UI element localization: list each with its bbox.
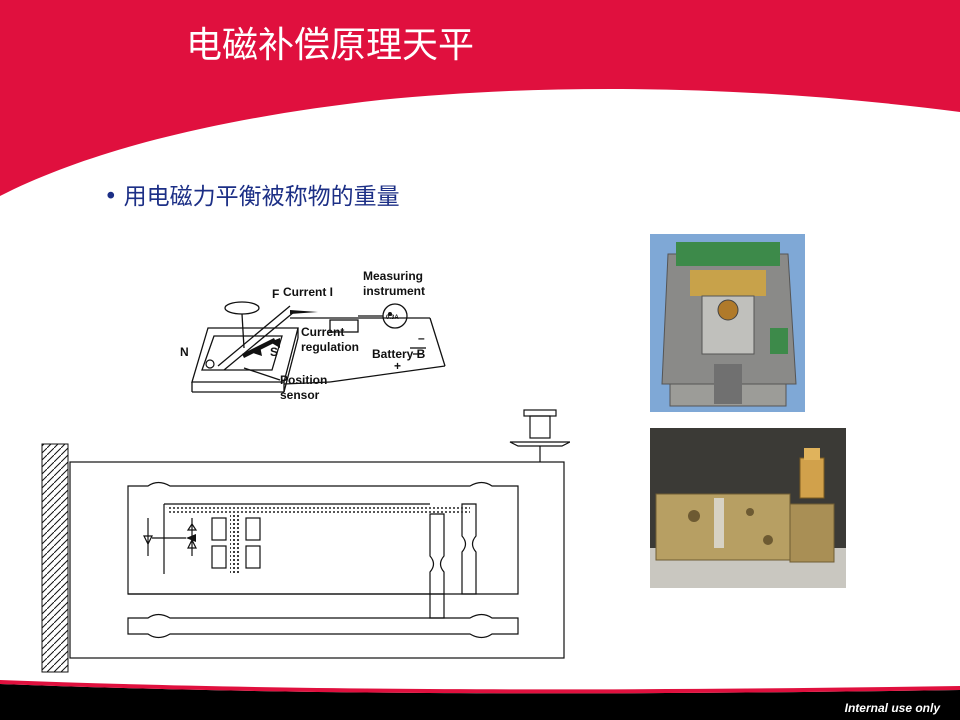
label-south: S bbox=[270, 345, 278, 359]
bullet-text: 用电磁力平衡被称物的重量 bbox=[123, 184, 400, 210]
label-north: N bbox=[180, 345, 189, 359]
label-position-1: Position bbox=[280, 373, 327, 387]
label-current-regulation-1: Current bbox=[301, 325, 344, 339]
slide-title: 电磁补偿原理天平 bbox=[186, 25, 475, 66]
meter-reading: 0.3A bbox=[386, 315, 399, 321]
footer-note: Internal use only bbox=[844, 701, 940, 715]
header-band bbox=[0, 0, 960, 196]
bullet-item: •用电磁力平衡被称物的重量 bbox=[104, 177, 400, 211]
label-current: Current I bbox=[283, 285, 333, 299]
label-battery-minus: – bbox=[418, 331, 425, 345]
label-measuring-1: Measuring bbox=[363, 269, 423, 283]
label-battery: Battery B bbox=[372, 347, 426, 361]
weigh-cell-photo-top bbox=[650, 234, 805, 412]
label-position-2: sensor bbox=[280, 388, 320, 402]
principle-diagram: F Current I Measuring instrument 0.3A Cu… bbox=[180, 269, 446, 402]
label-measuring-2: instrument bbox=[363, 284, 425, 298]
label-battery-plus: + bbox=[394, 359, 401, 373]
monoblock-photo bbox=[650, 428, 846, 588]
label-current-regulation-2: regulation bbox=[301, 340, 359, 354]
label-force: F bbox=[272, 287, 279, 301]
footer-band bbox=[0, 680, 960, 720]
bullet-dot: • bbox=[104, 184, 118, 210]
lever-mechanism-diagram bbox=[41, 409, 570, 673]
